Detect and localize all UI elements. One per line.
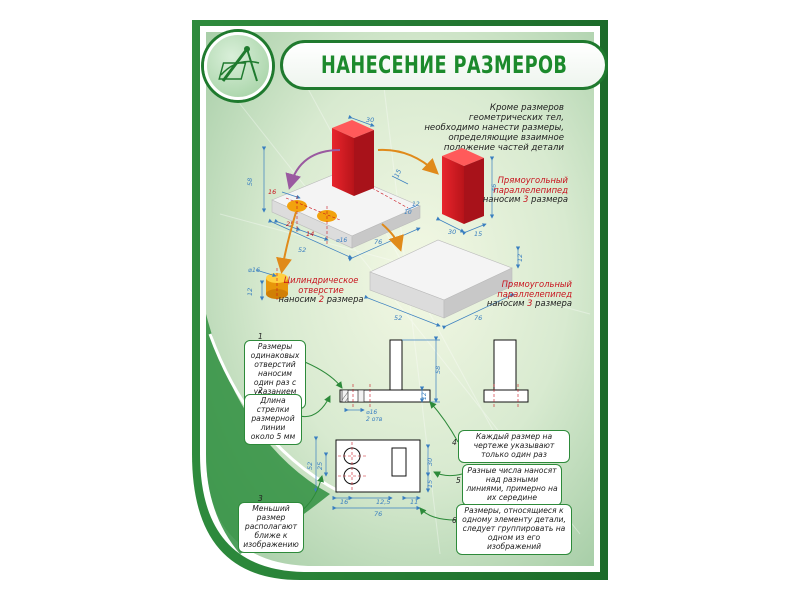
dim-25-label: 25 bbox=[286, 220, 294, 228]
tall-parallelepiped-label: Прямоугольный параллелепипед наносим 3 р… bbox=[448, 175, 568, 205]
dim-10-label: 10 bbox=[404, 209, 412, 216]
cyl-line2: отверстие bbox=[298, 284, 344, 295]
compass-logo bbox=[204, 32, 272, 100]
dim-76-label: 76 bbox=[374, 238, 382, 246]
callout-1-number: 1 bbox=[258, 332, 263, 341]
callout-3: Меньший размер располагают ближе к изобр… bbox=[238, 502, 304, 553]
tv-dim-12-5-label: 12,5 bbox=[376, 498, 390, 506]
callout-2: Длина стрелки размерной линии около 5 мм bbox=[244, 394, 302, 445]
flat-line3-prefix: наносим bbox=[486, 298, 528, 309]
tall-parallelepiped: 46 30 15 bbox=[435, 148, 498, 238]
dim-52-label: 52 bbox=[298, 246, 306, 254]
callout-3-number: 3 bbox=[258, 494, 263, 503]
flat-dim-12-label: 12 bbox=[516, 254, 524, 262]
tall-line3-suffix: размера bbox=[528, 194, 568, 205]
tall-line3-prefix: наносим bbox=[482, 194, 524, 205]
cylinder-hole-label: Цилиндрическое отверстие наносим 2 разме… bbox=[266, 275, 376, 305]
isometric-part: 30 15 58 16 25 14 52 76 ⌀16 10 12 bbox=[246, 114, 421, 262]
title-banner: НАНЕСЕНИЕ РАЗМЕРОВ bbox=[280, 40, 608, 90]
tall-line3-count: 3 bbox=[523, 194, 529, 205]
tall-line1: Прямоугольный bbox=[497, 175, 568, 185]
cyl-line3-count: 2 bbox=[318, 294, 325, 305]
flat-dim-52-label: 52 bbox=[394, 314, 402, 322]
flat-line3-suffix: размера bbox=[532, 298, 572, 309]
page-title: НАНЕСЕНИЕ РАЗМЕРОВ bbox=[320, 51, 568, 79]
callout-2-number: 2 bbox=[258, 386, 263, 395]
fv-dim-12-label: 12 bbox=[421, 392, 428, 400]
flat-line1: Прямоугольный bbox=[501, 279, 572, 289]
front-view-drawing bbox=[339, 336, 440, 413]
tv-dim-15-label: 15 bbox=[426, 480, 434, 488]
flat-line3-count: 3 bbox=[527, 298, 533, 309]
drafting-compass-icon bbox=[218, 46, 260, 82]
tv-dim-30-label: 30 bbox=[426, 458, 434, 466]
tall-dim-15-label: 15 bbox=[474, 230, 482, 238]
flat-line2: параллелепипед bbox=[497, 288, 572, 299]
dim-16-label: 16 bbox=[268, 188, 276, 196]
tv-dim-52-label: 52 bbox=[306, 462, 314, 470]
tall-line2: параллелепипед bbox=[493, 184, 568, 195]
dim-dia16-label: ⌀16 bbox=[336, 237, 347, 244]
dim-12-label: 12 bbox=[412, 201, 420, 208]
cylinder: ⌀16 12 bbox=[246, 266, 288, 301]
callout-5-number: 5 bbox=[456, 476, 461, 485]
callout-6: Размеры, относящиеся к одному элементу д… bbox=[456, 504, 572, 555]
dim-30-label: 30 bbox=[366, 116, 374, 124]
fv-2holes-label: 2 отв bbox=[366, 416, 383, 423]
dim-46-label: 46 bbox=[490, 184, 498, 192]
dim-15-label: 15 bbox=[393, 168, 404, 179]
cyl-dim-12-label: 12 bbox=[246, 288, 254, 296]
callout-6-number: 6 bbox=[452, 516, 457, 525]
cyl-line3-suffix: размера bbox=[324, 294, 364, 305]
dim-58-label: 58 bbox=[246, 178, 254, 186]
flat-parallelepiped-label: Прямоугольный параллелепипед наносим 3 р… bbox=[452, 279, 572, 309]
tv-dim-76-label: 76 bbox=[374, 510, 382, 518]
callout-4-number: 4 bbox=[452, 438, 457, 447]
tv-dim-25-label: 25 bbox=[316, 462, 324, 470]
dim-14-label: 14 bbox=[306, 230, 314, 238]
fv-dia16-label: ⌀16 bbox=[366, 409, 377, 416]
cyl-line1: Цилиндрическое bbox=[283, 275, 359, 285]
flat-parallelepiped: 52 76 12 bbox=[363, 239, 524, 330]
callout-4: Каждый размер на чертеже указывают тольк… bbox=[458, 430, 570, 463]
top-view-drawing bbox=[313, 436, 431, 511]
tv-dim-16-label: 16 bbox=[340, 498, 348, 506]
cyl-dia16-label: ⌀16 bbox=[248, 266, 260, 274]
flat-dim-76-label: 76 bbox=[474, 314, 482, 322]
tv-dim-11-label: 11 bbox=[410, 498, 418, 506]
front-view-plain bbox=[483, 339, 529, 408]
top-note: Кроме размеров геометрических тел, необх… bbox=[424, 103, 564, 153]
callout-5: Разные числа наносят над разными линиями… bbox=[462, 464, 562, 506]
cyl-line3-prefix: наносим bbox=[278, 294, 319, 305]
fv-dim-58-label: 58 bbox=[434, 366, 442, 374]
tall-dim-30-label: 30 bbox=[448, 228, 456, 236]
